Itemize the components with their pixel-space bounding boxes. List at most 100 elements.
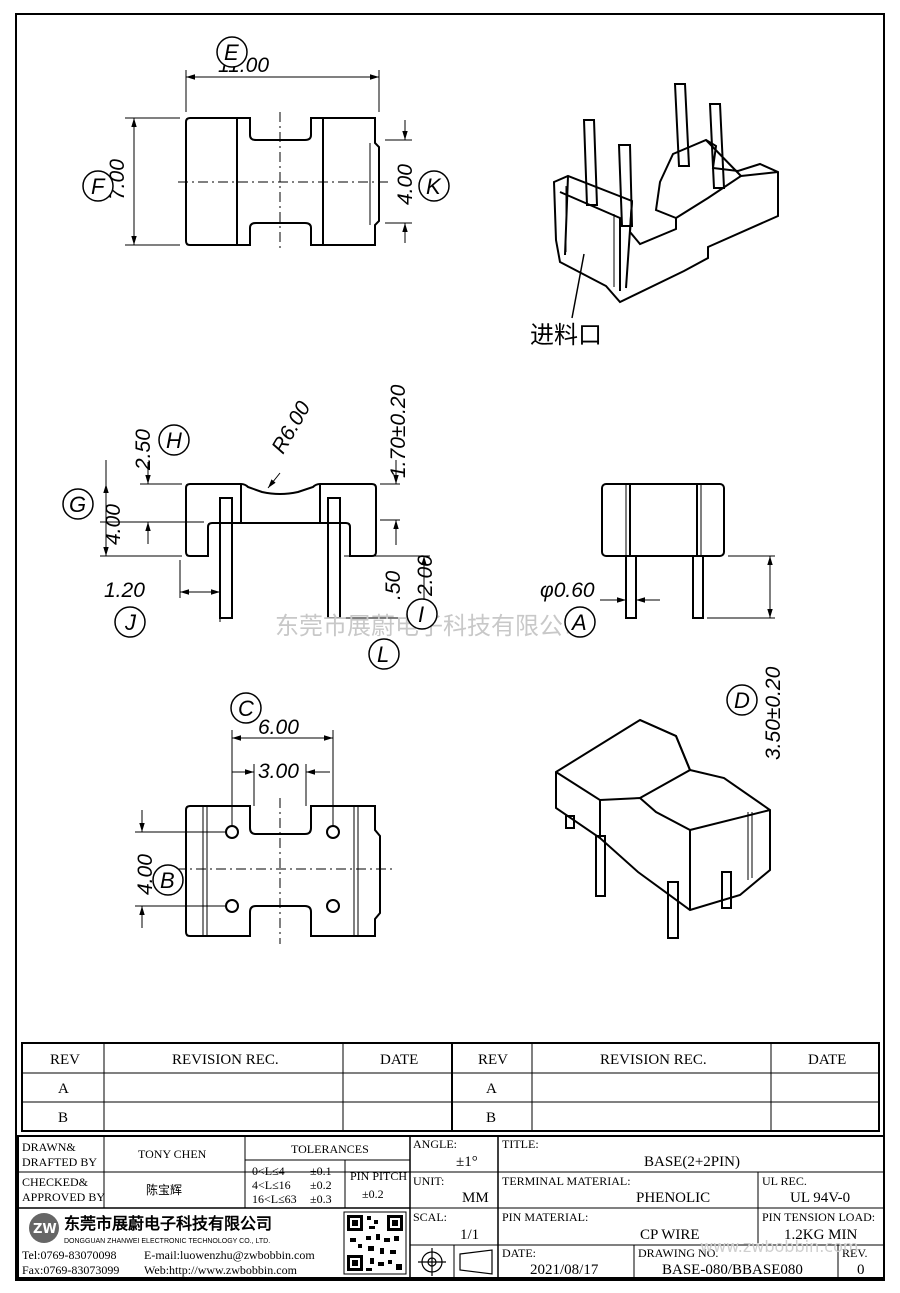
tol-row-1-range: 0<L≤4 <box>252 1164 285 1178</box>
svg-text:E: E <box>224 40 239 65</box>
company-name-cn: 东莞市展蔚电子科技有限公司 <box>64 1214 272 1233</box>
company-email: E-mail:luowenzhu@zwbobbin.com <box>144 1248 315 1262</box>
rev-header-2: REV <box>478 1052 508 1068</box>
label-bubble-c: C <box>230 692 262 724</box>
iso-view-pins-down <box>555 718 771 939</box>
svg-text:I: I <box>418 602 424 627</box>
dim-l2-value: .50 <box>382 570 405 600</box>
projection-symbol-icon <box>418 1248 493 1276</box>
svg-text:C: C <box>238 696 254 721</box>
scale-label: SCAL: <box>413 1210 447 1224</box>
rev-row-b-left: B <box>58 1110 68 1126</box>
bottom-view <box>176 798 392 944</box>
label-bubble-j: J <box>114 606 146 638</box>
drawing-no-label: DRAWING NO. <box>638 1246 718 1260</box>
label-bubble-a: A <box>564 606 596 638</box>
angle-label: ANGLE: <box>413 1137 457 1151</box>
scale-value: 1/1 <box>460 1227 479 1243</box>
revision-rec-header-2: REVISION REC. <box>600 1052 707 1068</box>
tol-row-3-value: ±0.3 <box>310 1192 332 1206</box>
company-name-en: DONGGUAN ZHANWEI ELECTRONIC TECHNOLOGY C… <box>64 1238 270 1245</box>
date-value: 2021/08/17 <box>530 1262 599 1278</box>
dim-d-value: 3.50±0.20 <box>762 666 785 760</box>
rev-row-a-left: A <box>58 1081 69 1097</box>
rev-row-a-right: A <box>486 1081 497 1097</box>
pin-pitch-value: ±0.2 <box>362 1187 384 1201</box>
feed-inlet-callout: 进料口 <box>530 321 602 349</box>
date-header-2: DATE <box>808 1052 846 1068</box>
label-bubble-l: L <box>368 638 400 670</box>
tol-row-1-value: ±0.1 <box>310 1164 332 1178</box>
drawn-label-line1: DRAWN& <box>22 1140 76 1154</box>
title-value: BASE(2+2PIN) <box>644 1154 740 1170</box>
pin-material-value: CP WIRE <box>640 1227 700 1243</box>
pin-tension-label: PIN TENSION LOAD: <box>762 1210 875 1224</box>
rev-value: 0 <box>857 1262 865 1278</box>
ul-rec-label: UL REC. <box>762 1174 807 1188</box>
dim-i-value: 1.70±0.20 <box>387 384 410 478</box>
dim-h-value: 2.50 <box>132 429 155 471</box>
svg-text:G: G <box>69 492 86 517</box>
top-view-dimensions <box>125 70 412 246</box>
svg-text:J: J <box>124 610 137 635</box>
label-bubble-k: K <box>418 170 450 202</box>
dim-k-value: 4.00 <box>394 164 417 205</box>
unit-value: MM <box>462 1190 489 1206</box>
angle-value: ±1° <box>456 1154 478 1170</box>
title-label: TITLE: <box>502 1137 539 1151</box>
company-web: Web:http://www.zwbobbin.com <box>144 1263 298 1277</box>
sheet-border <box>15 13 885 1281</box>
label-bubble-d: D <box>726 684 758 716</box>
dim-a-value: φ0.60 <box>540 579 595 602</box>
svg-text:L: L <box>377 642 389 667</box>
dim-c2-value: 3.00 <box>258 760 299 783</box>
revision-table <box>21 1042 880 1132</box>
side-view <box>601 483 725 619</box>
company-tel: Tel:0769-83070098 <box>22 1248 116 1262</box>
dim-r-value: R6.00 <box>267 397 315 457</box>
tol-row-2-range: 4<L≤16 <box>252 1178 291 1192</box>
label-bubble-b: B <box>152 864 184 896</box>
checked-value: 陈宝辉 <box>146 1182 182 1197</box>
ul-rec-value: UL 94V-0 <box>790 1190 850 1206</box>
bottom-view-dimensions <box>135 730 334 928</box>
side-view-dimensions <box>600 555 775 619</box>
qr-code-icon <box>343 1211 407 1275</box>
date-label: DATE: <box>502 1246 536 1260</box>
company-logo: ZW <box>29 1213 59 1243</box>
dim-j-value: 1.20 <box>104 579 145 602</box>
pin-material-label: PIN MATERIAL: <box>502 1210 588 1224</box>
svg-text:B: B <box>160 868 175 893</box>
terminal-material-value: PHENOLIC <box>636 1190 710 1206</box>
tolerances-label: TOLERANCES <box>291 1142 369 1156</box>
tol-row-2-value: ±0.2 <box>310 1178 332 1192</box>
rev-header-1: REV <box>50 1052 80 1068</box>
front-view-dimensions <box>100 460 430 622</box>
dim-l-value: 2.00 <box>414 555 437 597</box>
company-fax: Fax:0769-83073099 <box>22 1263 119 1277</box>
unit-label: UNIT: <box>413 1174 444 1188</box>
checked-label-line2: APPROVED BY <box>22 1190 105 1204</box>
svg-text:H: H <box>166 428 182 453</box>
title-block-grid <box>17 1135 885 1279</box>
watermark-url: www.zwbobbin.com <box>700 1237 858 1256</box>
label-bubble-g: G <box>62 488 94 520</box>
dim-g-value: 4.00 <box>102 504 125 545</box>
terminal-material-label: TERMINAL MATERIAL: <box>502 1174 631 1188</box>
label-bubble-i: I <box>406 598 438 630</box>
dim-b-value: 4.00 <box>134 854 157 895</box>
svg-text:F: F <box>91 174 106 199</box>
dim-c-value: 6.00 <box>258 716 299 739</box>
svg-text:ZW: ZW <box>33 1222 57 1237</box>
rev-label: REV. <box>842 1246 867 1260</box>
tol-row-3-range: 16<L≤63 <box>252 1192 297 1206</box>
drawing-no-value: BASE-080/BBASE080 <box>662 1262 803 1278</box>
svg-text:K: K <box>426 174 442 199</box>
svg-text:A: A <box>570 610 587 635</box>
drawn-value: TONY CHEN <box>138 1147 207 1161</box>
front-view <box>185 483 377 619</box>
pin-pitch-label: PIN PITCH <box>350 1169 407 1183</box>
top-view <box>178 112 388 252</box>
iso-view-pins-up <box>552 83 779 319</box>
